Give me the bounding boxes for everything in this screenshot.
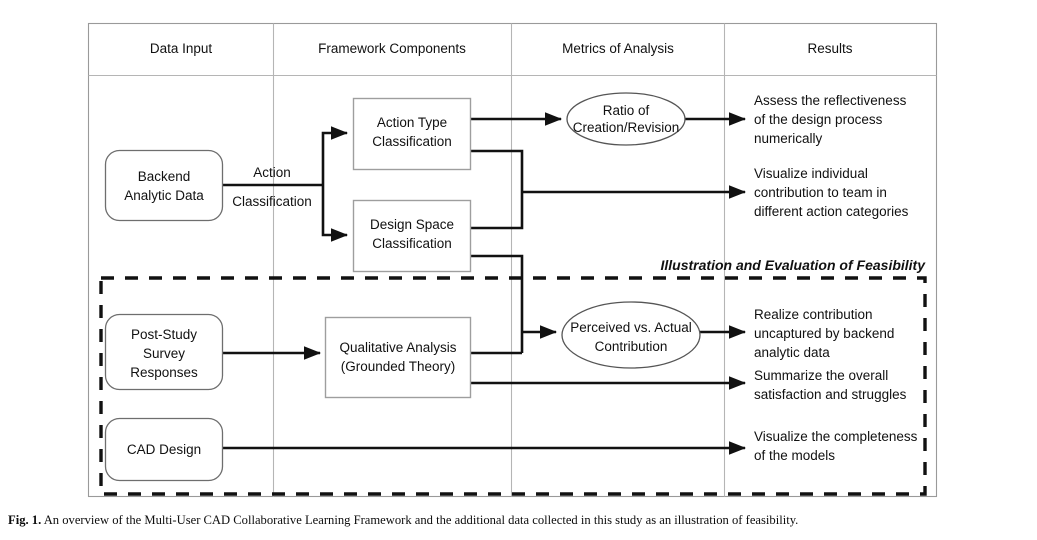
edge-label-action: Action — [253, 165, 291, 180]
node-ratio-creation-revision[interactable]: Ratio of Creation/Revision — [566, 92, 686, 146]
column-header-framework-components: Framework Components — [318, 41, 466, 56]
node-qualitative-analysis[interactable]: Qualitative Analysis (Grounded Theory) — [324, 316, 472, 399]
ratio-metric-line2: Creation/Revision — [573, 120, 680, 135]
connector-action-type-merge — [470, 149, 524, 230]
result-realize-contribution-line2: uncaptured by backend — [754, 326, 894, 341]
node-post-study-survey-responses[interactable]: Post-Study Survey Responses — [104, 313, 224, 391]
figure-caption-text: An overview of the Multi-User CAD Collab… — [43, 513, 799, 527]
edge-label-classification: Classification — [232, 194, 312, 209]
action-type-shape — [352, 97, 472, 171]
node-design-space-classification[interactable]: Design Space Classification — [352, 199, 472, 273]
result-satisfaction-line2: satisfaction and struggles — [754, 387, 907, 402]
cad-design-line1: CAD Design — [127, 442, 201, 457]
result-assess-reflectiveness: Assess the reflectiveness of the design … — [754, 93, 907, 146]
result-satisfaction-line1: Summarize the overall — [754, 368, 888, 383]
result-individual-contribution-line3: different action categories — [754, 204, 909, 219]
contribution-metric-line1: Perceived vs. Actual — [570, 320, 692, 335]
contribution-metric-line2: Contribution — [595, 339, 668, 354]
node-action-type-classification[interactable]: Action Type Classification — [352, 97, 472, 171]
design-space-shape — [352, 199, 472, 273]
post-study-survey-line1: Post-Study — [131, 327, 197, 342]
result-individual-contribution-line2: contribution to team in — [754, 185, 887, 200]
result-realize-contribution-line3: analytic data — [754, 345, 830, 360]
post-study-survey-line2: Survey — [143, 346, 185, 361]
design-space-line1: Design Space — [370, 217, 454, 232]
result-reflectiveness-line1: Assess the reflectiveness — [754, 93, 907, 108]
column-header-metrics-of-analysis: Metrics of Analysis — [562, 41, 674, 56]
result-summarize-satisfaction: Summarize the overall satisfaction and s… — [754, 368, 907, 402]
column-header-results: Results — [807, 41, 852, 56]
ratio-metric-line1: Ratio of — [603, 103, 650, 118]
cad-design-shape — [104, 417, 224, 482]
feasibility-region-box — [99, 276, 927, 496]
post-study-survey-shape — [104, 313, 224, 391]
action-type-line2: Classification — [372, 134, 452, 149]
result-completeness-line1: Visualize the completeness — [754, 429, 918, 444]
diagram-outer-frame — [87, 22, 938, 498]
qualitative-analysis-line1: Qualitative Analysis — [339, 340, 456, 355]
connector-split-to-action-type — [321, 126, 349, 185]
backend-analytic-data-line2: Analytic Data — [124, 188, 204, 203]
result-realize-contribution-line1: Realize contribution — [754, 307, 873, 322]
node-backend-analytic-data[interactable]: Backend Analytic Data — [104, 149, 224, 222]
contribution-metric-shape — [561, 301, 701, 369]
column-header-data-input: Data Input — [150, 41, 213, 56]
node-perceived-vs-actual-contribution[interactable]: Perceived vs. Actual Contribution — [561, 301, 701, 369]
post-study-survey-line3: Responses — [130, 365, 198, 380]
result-reflectiveness-line3: numerically — [754, 131, 823, 146]
result-realize-contribution: Realize contribution uncaptured by backe… — [754, 307, 894, 360]
framework-diagram: Data Input Framework Components Metrics … — [87, 22, 938, 498]
connector-design-space-to-contribution-metric — [470, 254, 524, 353]
result-visualize-individual-contribution: Visualize individual contribution to tea… — [754, 166, 909, 219]
design-space-line2: Classification — [372, 236, 452, 251]
node-cad-design[interactable]: CAD Design — [104, 417, 224, 482]
result-individual-contribution-line1: Visualize individual — [754, 166, 868, 181]
backend-analytic-data-line1: Backend — [138, 169, 191, 184]
figure-caption: Fig. 1. An overview of the Multi-User CA… — [8, 512, 1033, 529]
connector-split-to-design-space — [321, 185, 349, 242]
backend-analytic-data-shape — [104, 149, 224, 222]
figure-caption-number: Fig. 1. — [8, 513, 42, 527]
qualitative-analysis-line2: (Grounded Theory) — [341, 359, 456, 374]
ratio-metric-shape — [566, 92, 686, 146]
result-completeness-line2: of the models — [754, 448, 835, 463]
result-reflectiveness-line2: of the design process — [754, 112, 883, 127]
action-type-line1: Action Type — [377, 115, 447, 130]
result-visualize-completeness: Visualize the completeness of the models — [754, 429, 918, 463]
qualitative-analysis-shape — [324, 316, 472, 399]
feasibility-region-label: Illustration and Evaluation of Feasibili… — [661, 257, 927, 273]
